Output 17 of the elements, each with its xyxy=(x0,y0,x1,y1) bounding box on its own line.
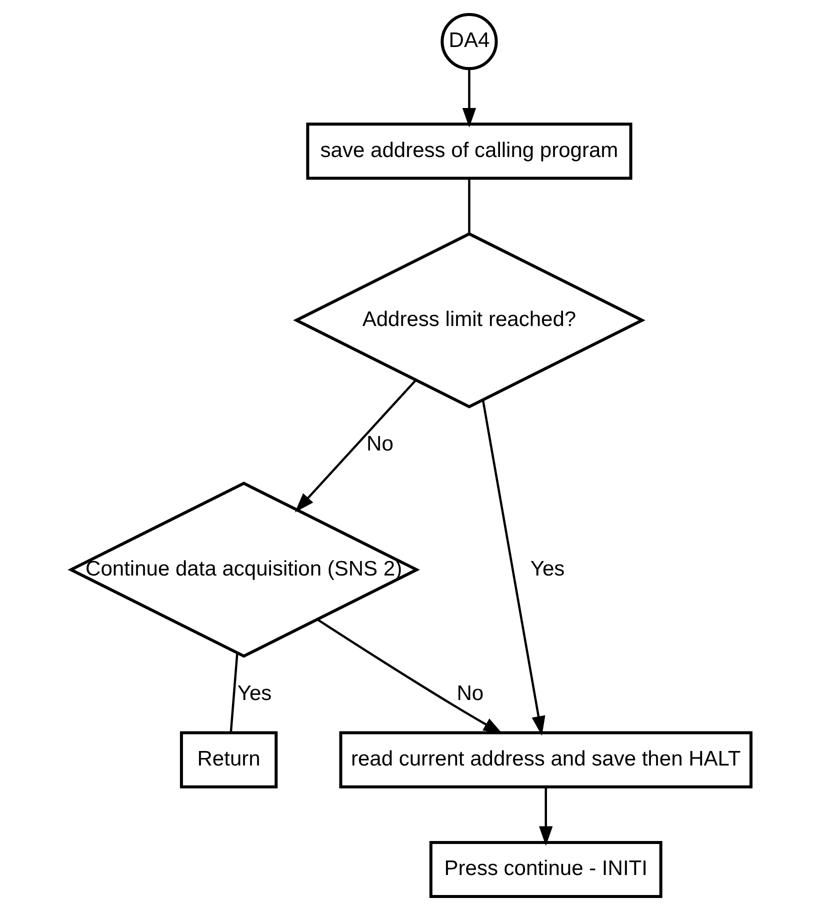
edge-label: No xyxy=(456,682,484,705)
node-box: Return xyxy=(180,731,278,788)
arrow xyxy=(462,68,476,128)
edge-label: No xyxy=(366,432,394,456)
node-box: read current address and save then HALT xyxy=(339,731,752,788)
arrow xyxy=(539,787,553,846)
node-circle: DA4 xyxy=(440,12,498,70)
arrow xyxy=(482,400,546,736)
connector xyxy=(230,653,238,733)
node-box: save address of calling program xyxy=(306,122,632,180)
arrow xyxy=(294,379,417,512)
edge-label: Yes xyxy=(237,682,272,705)
node-box: Press continue - INITI xyxy=(429,840,662,898)
edge-label: Yes xyxy=(530,557,565,580)
node-diamond: Address limit reached? xyxy=(293,232,646,408)
arrow xyxy=(317,618,503,734)
connector xyxy=(468,178,470,234)
